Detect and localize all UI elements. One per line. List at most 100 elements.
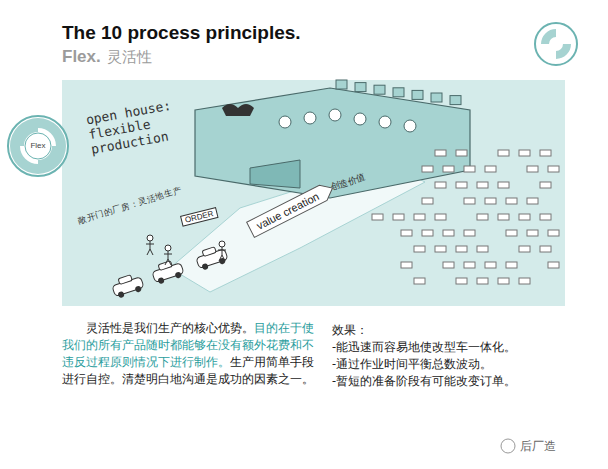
part-box: [401, 230, 412, 236]
part-box: [527, 166, 538, 172]
roof-crenel: [355, 83, 366, 92]
part-box: [527, 198, 538, 204]
car-wheel: [174, 271, 182, 279]
part-box: [477, 278, 488, 284]
part-box: [527, 230, 538, 236]
part-box: [485, 262, 496, 268]
roof-crenel: [374, 85, 385, 94]
illustration-ground: [62, 80, 565, 306]
subtitle-row: Flex. 灵活性: [62, 47, 152, 67]
flex-logo-segments: [10, 118, 66, 174]
part-box: [435, 150, 446, 156]
open-door: [250, 160, 300, 188]
part-box: [519, 246, 530, 252]
part-box: [443, 166, 454, 172]
body-paragraph: 灵活性是我们生产的核心优势。目的在于使我们的所有产品随时都能够在没有额外花费和不…: [62, 320, 318, 388]
person-head: [165, 245, 171, 251]
roof-crenel: [412, 90, 423, 99]
part-box: [456, 150, 467, 156]
car-roof: [118, 275, 132, 285]
part-box: [456, 246, 467, 252]
car: [110, 272, 144, 299]
part-box: [401, 262, 412, 268]
effects-list: 效果：-能迅速而容易地使改型车一体化。-通过作业时间平衡总数波动。-暂短的准备阶…: [332, 322, 572, 390]
part-box: [519, 278, 530, 284]
clock-window: [404, 120, 416, 132]
arrow-shape: [247, 180, 337, 237]
roof-crenel: [431, 93, 442, 102]
part-box: [435, 246, 446, 252]
part-box: [506, 198, 517, 204]
clock-window: [379, 116, 391, 128]
person: [218, 241, 226, 261]
title: The 10 process principles.: [62, 22, 301, 44]
part-box: [372, 214, 383, 220]
factory-building: [195, 88, 470, 198]
flex-logo-circle: [8, 116, 68, 176]
logo-swirl: [541, 29, 571, 59]
car-roof: [202, 247, 216, 257]
part-box: [464, 230, 475, 236]
roof-crenel: [450, 96, 461, 105]
car: [194, 244, 228, 271]
roof-crenel: [336, 80, 347, 89]
part-box: [506, 230, 517, 236]
part-box: [443, 262, 454, 268]
part-box: [435, 214, 446, 220]
part-box: [414, 246, 425, 252]
subtitle-chinese: 灵活性: [107, 48, 152, 67]
part-box: [519, 214, 530, 220]
part-box: [422, 198, 433, 204]
car-wheel: [157, 277, 165, 285]
effect-item: -通过作业时间平衡总数波动。: [332, 356, 572, 373]
part-box: [443, 230, 454, 236]
person: [146, 235, 154, 255]
part-box: [540, 182, 551, 188]
part-box: [464, 262, 475, 268]
logo-label: Flex: [26, 141, 50, 150]
clock-window: [279, 116, 291, 128]
part-box: [477, 246, 488, 252]
flex-logo-center: [25, 133, 51, 159]
part-box: [540, 214, 551, 220]
logo-circle: [535, 23, 577, 65]
part-box: [498, 278, 509, 284]
part-box: [393, 214, 404, 220]
part-box: [485, 166, 496, 172]
subtitle: Flex.: [62, 47, 101, 67]
part-box: [498, 214, 509, 220]
roof-crenel: [393, 88, 404, 97]
part-box: [456, 278, 467, 284]
part-box: [456, 182, 467, 188]
car-wheel: [117, 291, 125, 299]
effects-heading: 效果：: [332, 322, 572, 339]
person-head: [219, 241, 225, 247]
part-box: [548, 262, 559, 268]
part-box: [519, 150, 530, 156]
box-shape: [181, 208, 218, 226]
factory-logo: [222, 104, 254, 116]
part-box: [498, 182, 509, 188]
person-body: [218, 247, 226, 261]
part-box: [477, 182, 488, 188]
effect-item: -能迅速而容易地使改型车一体化。: [332, 339, 572, 356]
part-box: [464, 166, 475, 172]
clock-window: [304, 112, 316, 124]
effect-item: -暂短的准备阶段有可能改变订单。: [332, 373, 572, 390]
person-head: [147, 235, 153, 241]
part-box: [548, 230, 559, 236]
part-box: [498, 150, 509, 156]
part-box: [548, 166, 559, 172]
car-wheel: [201, 263, 209, 271]
watermark-icon: [501, 439, 515, 453]
part-box: [422, 230, 433, 236]
car: [150, 258, 184, 285]
part-box: [506, 262, 517, 268]
part-box: [464, 198, 475, 204]
part-box: [435, 182, 446, 188]
clock-window: [329, 109, 341, 121]
car-wheel: [134, 285, 142, 293]
